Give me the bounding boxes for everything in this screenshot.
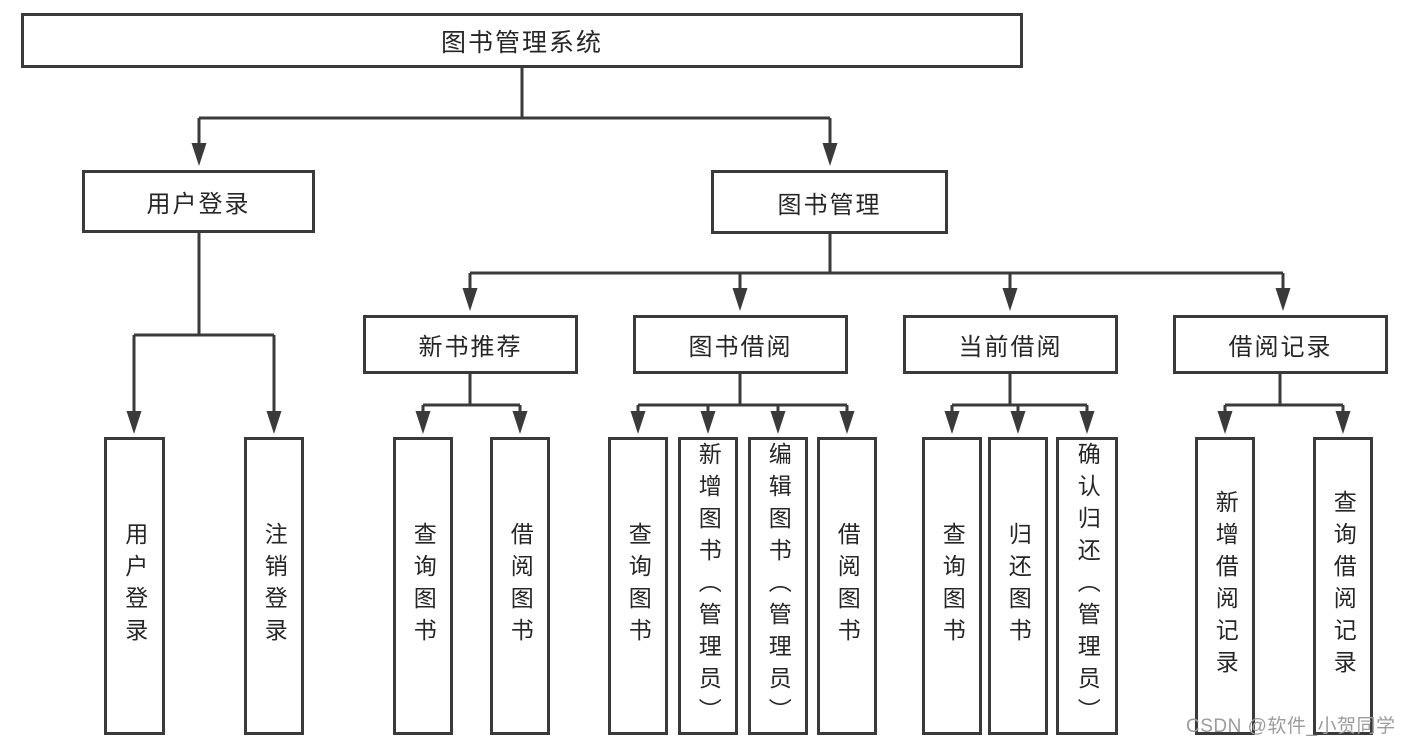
node-label: 当前借阅 [958,334,1063,361]
node-borrowing-records: 借阅记录 [1173,315,1388,374]
arrowhead-down-icon [770,411,786,434]
arrowhead-down-icon [822,143,838,166]
node-label: 确认归还（管理员） [1074,442,1101,730]
node-add-borrow-record: 新增借阅记录 [1195,437,1255,735]
node-user-login: 用户登录 [104,437,165,735]
node-current-borrowing: 当前借阅 [903,315,1118,374]
arrowhead-down-icon [1217,411,1233,434]
connector-arrowheads [126,143,1351,434]
node-add-books-admin: 新增图书（管理员） [678,437,738,735]
node-label: 查询图书 [625,522,652,650]
node-return-books: 归还图书 [988,437,1048,735]
node-new-book-recommend: 新书推荐 [363,315,578,374]
node-library-management-system: 图书管理系统 [21,13,1023,68]
node-logout: 注销登录 [244,437,304,735]
node-label: 借阅记录 [1228,334,1333,361]
node-query-books: 查询图书 [393,437,453,735]
arrowhead-down-icon [732,288,748,311]
arrowhead-down-icon [462,288,478,311]
node-borrow-books: 借阅图书 [490,437,550,735]
node-edit-books-admin: 编辑图书（管理员） [748,437,808,735]
arrowhead-down-icon [415,411,431,434]
node-label: 新书推荐 [418,334,523,361]
node-label: 编辑图书（管理员） [765,442,792,730]
node-label: 用户登录 [146,191,251,218]
arrowhead-down-icon [512,411,528,434]
node-query-books: 查询图书 [608,437,668,735]
arrowhead-down-icon [126,411,142,434]
arrowhead-down-icon [839,411,855,434]
node-label: 借阅图书 [834,522,861,650]
arrowhead-down-icon [1335,411,1351,434]
node-label: 图书借阅 [688,334,793,361]
node-label: 图书管理 [777,191,882,219]
arrowhead-down-icon [700,411,716,434]
csdn-watermark: CSDN @软件_小贺同学 [1186,716,1396,737]
node-label: 用户登录 [121,522,148,650]
node-label: 查询图书 [410,522,437,650]
arrowhead-down-icon [944,411,960,434]
node-label: 新增图书（管理员） [695,442,722,730]
node-label: 查询图书 [939,522,966,650]
arrowhead-down-icon [630,411,646,434]
arrowhead-down-icon [1079,411,1095,434]
arrowhead-down-icon [191,143,207,166]
node-label: 借阅图书 [507,522,534,650]
node-confirm-return-admin: 确认归还（管理员） [1056,437,1118,735]
node-user-login-module: 用户登录 [82,170,315,233]
node-label: 图书管理系统 [440,28,603,57]
node-label: 注销登录 [261,522,288,650]
arrowhead-down-icon [1010,411,1026,434]
arrowhead-down-icon [1275,288,1291,311]
arrowhead-down-icon [1002,288,1018,311]
node-label: 归还图书 [1005,522,1032,650]
arrowhead-down-icon [266,411,282,434]
node-label: 新增借阅记录 [1212,490,1239,682]
node-book-management-module: 图书管理 [711,170,948,234]
node-borrow-books: 借阅图书 [817,437,877,735]
node-book-borrowing: 图书借阅 [633,315,848,374]
node-label: 查询借阅记录 [1330,490,1357,682]
node-query-books: 查询图书 [922,437,982,735]
node-query-borrow-record: 查询借阅记录 [1313,437,1373,735]
